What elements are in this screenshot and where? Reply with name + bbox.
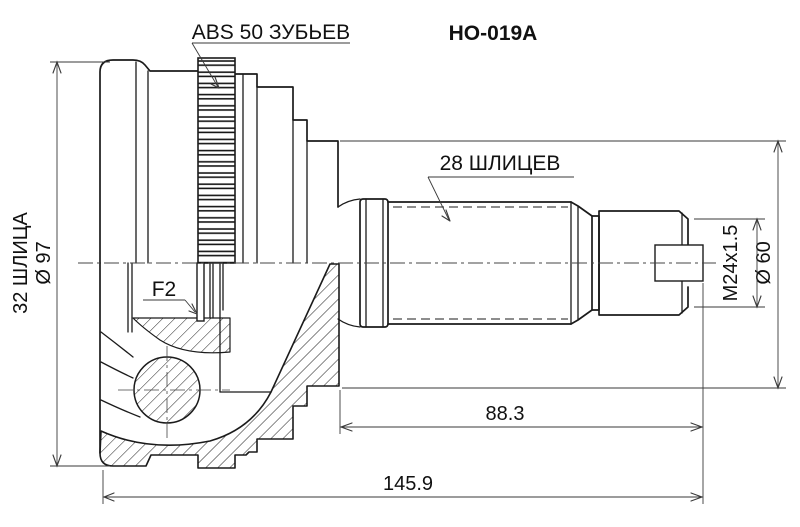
grease-label: F2: [152, 278, 177, 301]
part-number: HO-019A: [449, 22, 538, 45]
outer-diameter-dim-text: Ø 97: [33, 241, 55, 284]
section-view: [99, 262, 340, 469]
inner-race-hatch: [132, 317, 231, 354]
shaft-length-dim-text: 88.3: [486, 403, 525, 425]
hub-diameter-dim-text: Ø 60: [753, 241, 775, 284]
dimension-diameter-60: Ø 60: [340, 139, 786, 390]
bell-housing-outline: [99, 59, 361, 328]
dimension-145-9: 145.9: [102, 470, 704, 504]
abs-ring-callout: ABS 50 ЗУБЬЕВ: [191, 21, 350, 89]
inner-splines-dim-text: 32 ШЛИЦА: [10, 211, 32, 313]
dimension-thread: M24x1.5: [694, 217, 765, 309]
outer-splines-callout: 28 ШЛИЦЕВ: [427, 152, 574, 222]
dimension-88-3: 88.3: [339, 283, 704, 504]
abs-ring-label: ABS 50 ЗУБЬЕВ: [192, 21, 350, 44]
thread-dim-text: M24x1.5: [720, 225, 742, 302]
grease-callout: F2: [143, 278, 198, 315]
dimension-diameter-97: 32 ШЛИЦА Ø 97: [10, 60, 110, 468]
f2-groove: [196, 262, 205, 322]
outer-splines-label: 28 ШЛИЦЕВ: [440, 152, 561, 175]
abs-tone-ring: [197, 57, 236, 264]
total-length-dim-text: 145.9: [383, 473, 433, 495]
